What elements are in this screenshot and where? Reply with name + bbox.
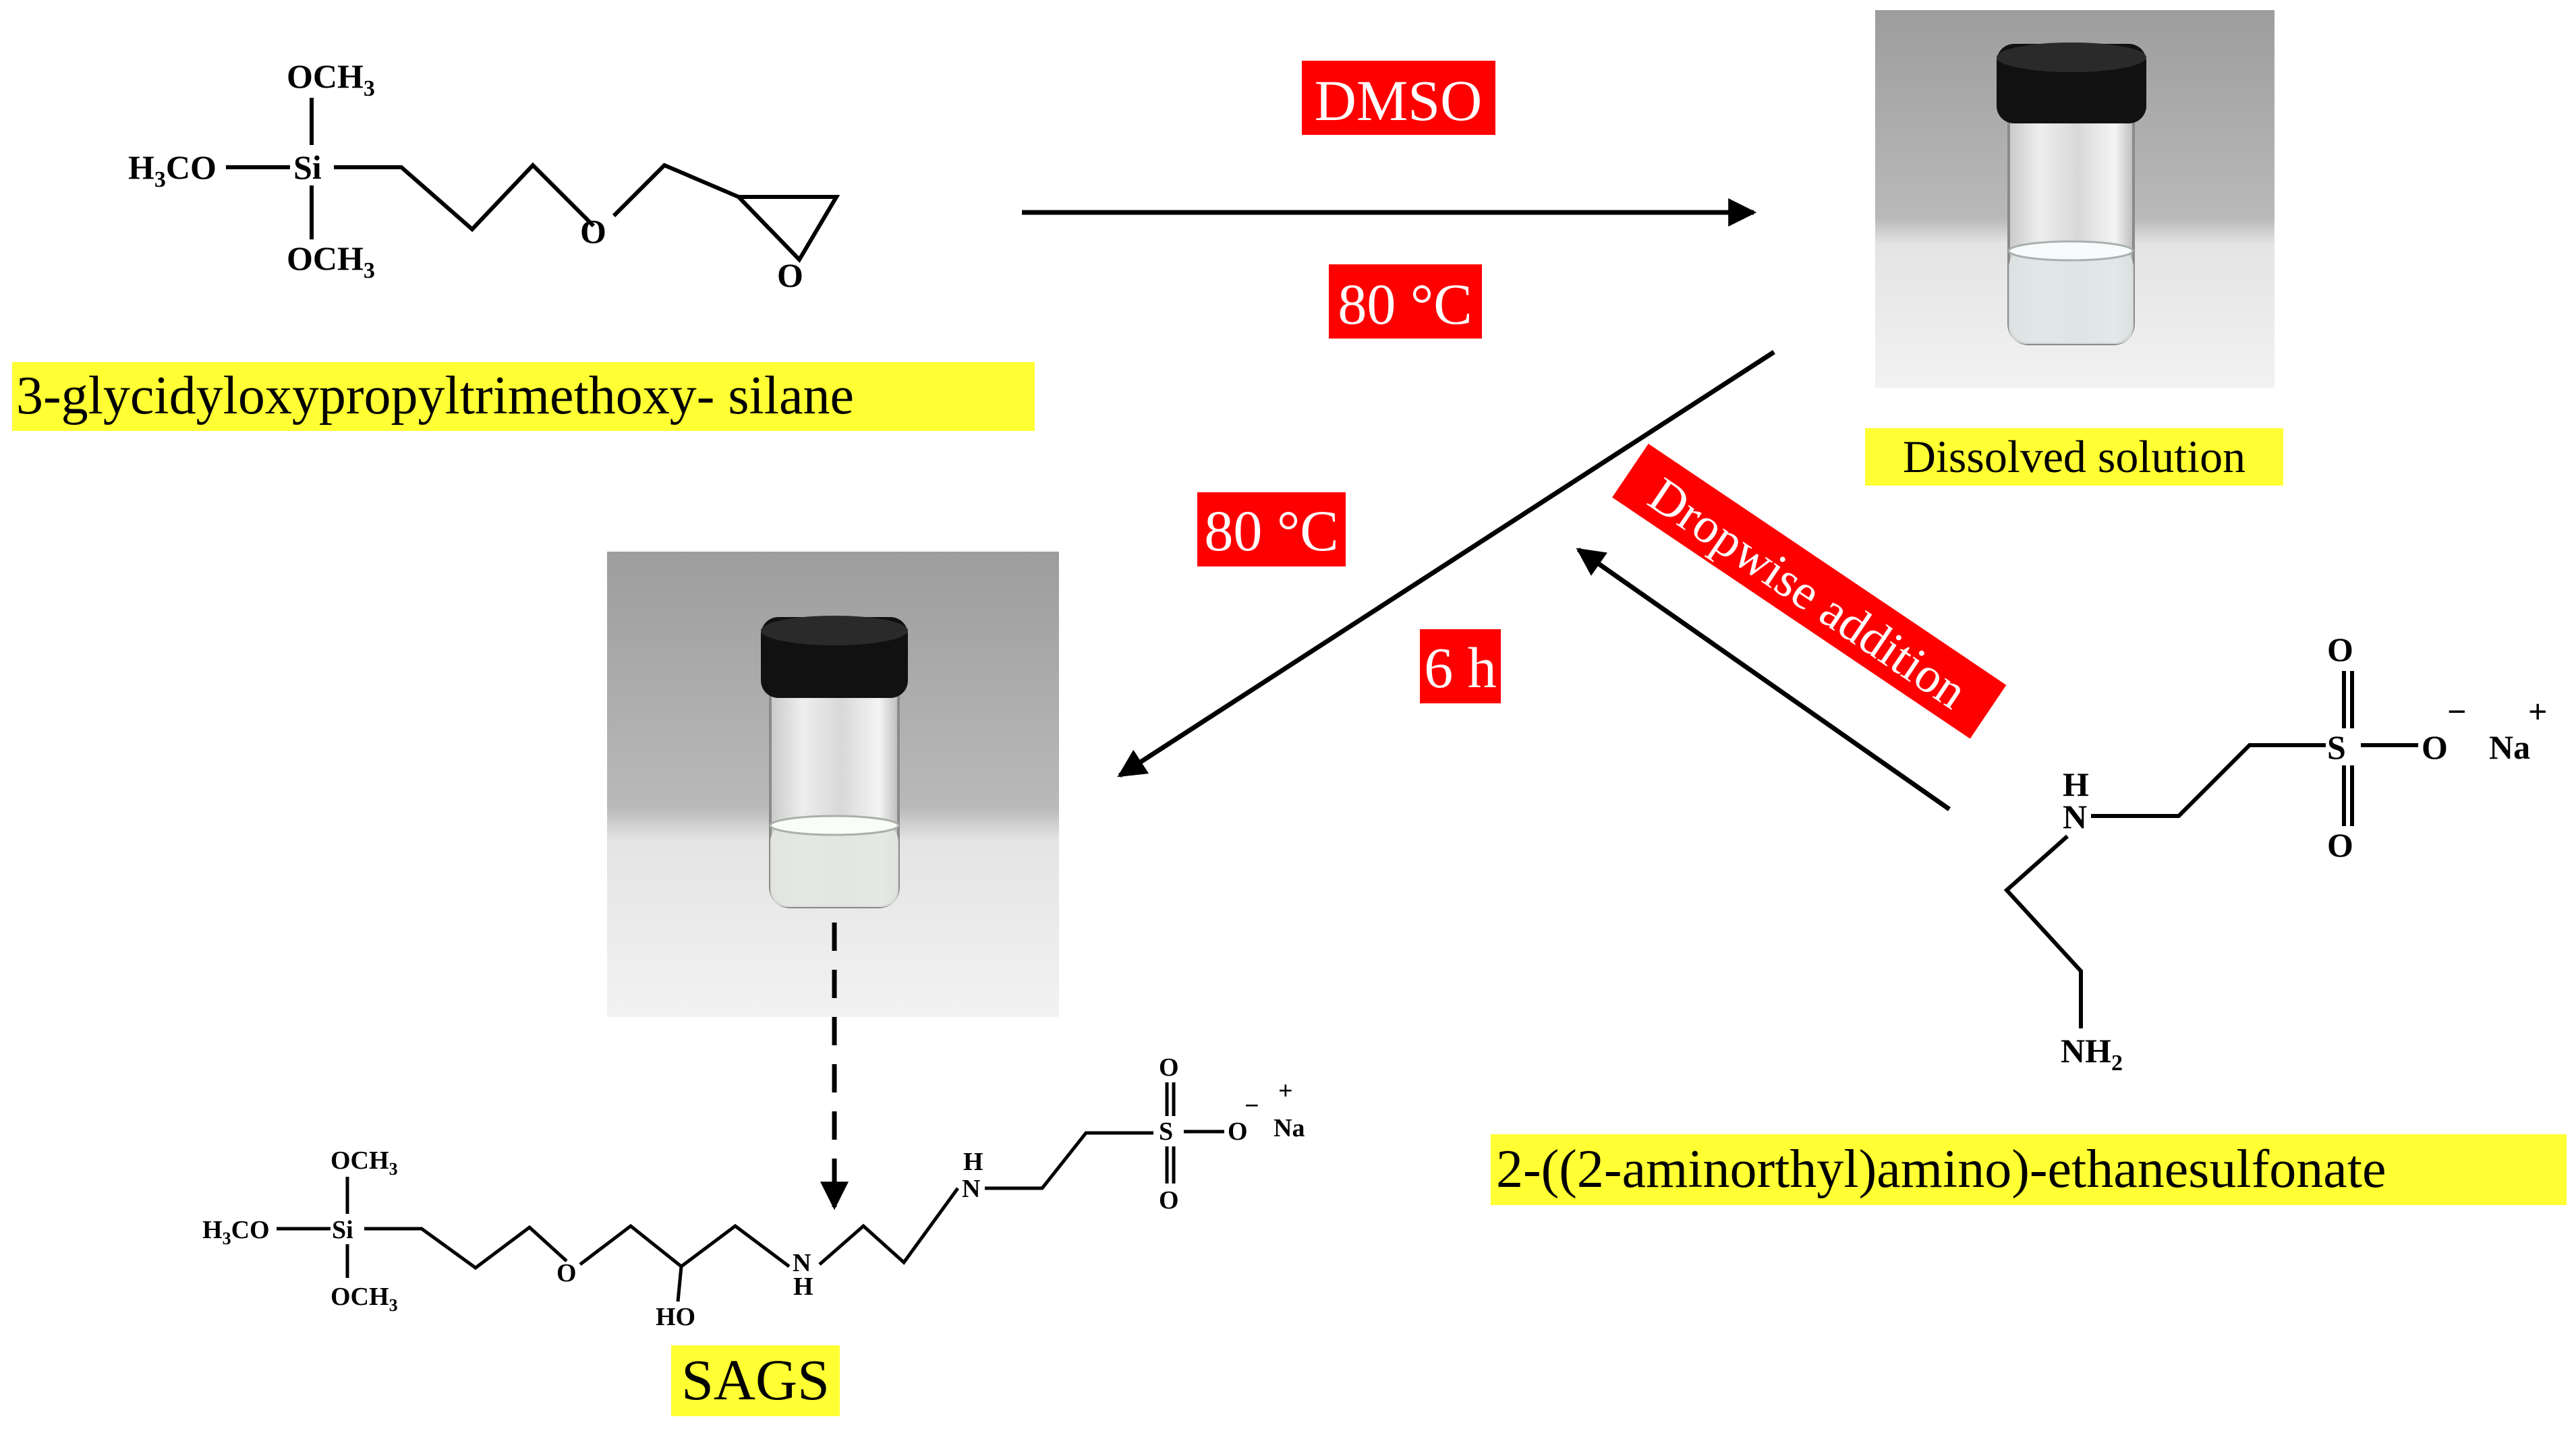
reactant2-structure: H N NH2 S O O O − Na + <box>2003 631 2548 1076</box>
p-minus-sign: − <box>1244 1092 1259 1120</box>
p-o-minus: O <box>1228 1117 1248 1146</box>
dmso-badge <box>1302 61 1495 135</box>
p-s-atom: S <box>1159 1117 1173 1146</box>
reactant2-name-highlight <box>1491 1134 2567 1205</box>
step2-arrow <box>1117 350 1775 778</box>
p-och3-bottom-label: OCH3 <box>331 1283 398 1315</box>
r2-minus-sign: − <box>2447 693 2467 730</box>
r2-n-atom: N <box>2063 798 2087 836</box>
product-name: SAGS <box>681 1347 830 1412</box>
epoxide-oxygen: O <box>777 256 803 294</box>
p-si-atom: Si <box>332 1216 353 1244</box>
step2-temperature-label: 80 °C <box>1204 498 1338 563</box>
dmso-label: DMSO <box>1315 68 1483 133</box>
r2-o-top: O <box>2327 631 2353 668</box>
p-nh-h: H <box>793 1273 813 1301</box>
reactant1-bonds <box>226 98 840 263</box>
reactant1-name-highlight <box>12 362 1035 431</box>
product-name-highlight <box>671 1345 840 1416</box>
och3-bottom-label: OCH3 <box>287 239 375 283</box>
dissolved-solution-photo <box>1875 10 2274 388</box>
p-och3-top-label: OCH3 <box>331 1146 398 1179</box>
p-na-atom: Na <box>1273 1114 1305 1142</box>
reactant1-name: 3-glycidyloxypropyltrimethoxy- silane <box>16 366 854 426</box>
p-n2-atom: N <box>962 1175 980 1203</box>
p-plus-sign: + <box>1278 1077 1293 1105</box>
p-n-atom: N <box>793 1249 811 1277</box>
product-bonds <box>277 1082 1224 1302</box>
r2-nh2-label: NH2 <box>2061 1032 2123 1076</box>
product-structure: OCH3 H3CO OCH3 Si O HO N H H N S O O O −… <box>202 1053 1305 1331</box>
step1-temperature-badge <box>1329 264 1482 339</box>
intermediate-label: Dissolved solution <box>1903 431 2245 482</box>
reactant2-bonds <box>2003 671 2418 1028</box>
p-n2-h: H <box>963 1148 983 1176</box>
intermediate-label-highlight <box>1865 428 2283 486</box>
r2-o-bottom: O <box>2327 826 2353 864</box>
och3-top-label: OCH3 <box>287 57 375 101</box>
dropwise-addition-badge: Dropwise addition <box>1612 443 2007 739</box>
r2-s-atom: S <box>2327 728 2346 766</box>
reactant2-name: 2-((2-aminorthyl)amino)-ethanesulfonate <box>1496 1140 2386 1199</box>
h3co-left-label: H3CO <box>128 148 217 192</box>
si-atom: Si <box>293 148 322 186</box>
r2-o-minus: O <box>2422 728 2448 766</box>
step2-temperature-badge <box>1197 492 1346 566</box>
step1-temperature-label: 80 °C <box>1338 272 1472 337</box>
p-h3co-left-label: H3CO <box>202 1216 270 1248</box>
p-ether-oxygen: O <box>556 1259 577 1287</box>
time-badge <box>1420 629 1501 703</box>
p-o-bottom: O <box>1159 1186 1179 1215</box>
r2-na-atom: Na <box>2489 728 2530 766</box>
p-hydroxyl: HO <box>656 1303 695 1331</box>
time-label: 6 h <box>1424 635 1497 700</box>
addition-arrow <box>1576 548 1951 811</box>
reactant1-structure: OCH3 H3CO OCH3 Si O O <box>128 57 840 294</box>
r2-plus-sign: + <box>2528 693 2548 730</box>
dropwise-addition-label: Dropwise addition <box>1639 467 1977 720</box>
p-o-top: O <box>1159 1053 1179 1082</box>
r2-nh-h: H <box>2063 765 2089 803</box>
